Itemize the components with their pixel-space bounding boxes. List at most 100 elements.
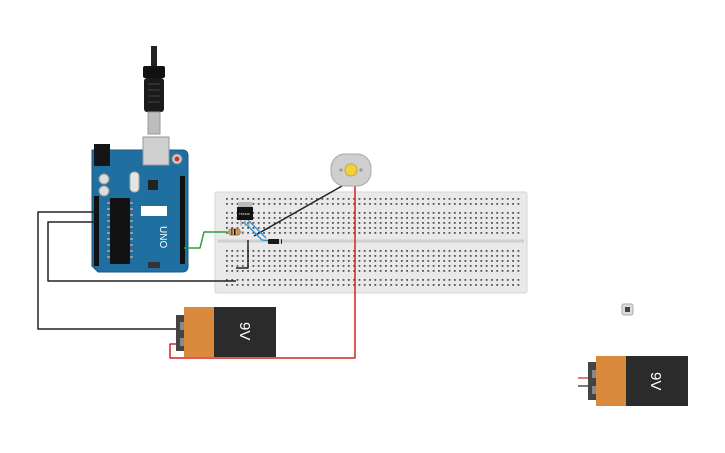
- breadboard-hole: [480, 217, 483, 219]
- wire-transistor-to-ground[interactable]: [236, 240, 249, 269]
- breadboard-hole: [464, 198, 467, 200]
- breadboard-hole: [300, 212, 302, 214]
- breadboard-hole: [226, 222, 228, 224]
- transistor[interactable]: TIP120: [237, 202, 253, 226]
- breadboard-hole: [236, 203, 239, 205]
- breadboard-hole: [358, 217, 361, 219]
- breadboard-hole: [279, 227, 281, 229]
- breadboard-hole: [427, 198, 430, 200]
- breadboard-hole: [459, 260, 461, 262]
- breadboard-hole: [294, 255, 297, 257]
- breadboard-hole: [369, 217, 371, 219]
- breadboard-hole: [485, 198, 488, 200]
- breadboard-hole: [268, 250, 271, 252]
- breadboard-hole: [422, 255, 424, 257]
- breadboard-hole: [501, 198, 504, 200]
- breadboard-hole: [316, 255, 318, 257]
- breadboard-hole: [432, 255, 435, 257]
- breadboard-hole: [475, 255, 477, 257]
- breadboard-hole: [316, 260, 318, 262]
- breadboard-hole: [369, 265, 371, 267]
- wire-arduino-to-battery[interactable]: [37, 211, 178, 330]
- breadboard-hole: [395, 260, 398, 262]
- breadboard-hole: [469, 284, 472, 286]
- breadboard-hole: [448, 255, 451, 257]
- breadboard-hole: [469, 279, 472, 281]
- diode[interactable]: [268, 239, 282, 244]
- breadboard-hole: [464, 265, 467, 267]
- breadboard-hole: [379, 265, 382, 267]
- breadboard-hole: [305, 198, 308, 200]
- breadboard-hole: [337, 270, 340, 272]
- breadboard-hole: [506, 212, 509, 214]
- dc-motor[interactable]: [330, 153, 372, 187]
- battery-main[interactable]: 9V: [176, 307, 276, 357]
- breadboard[interactable]: [214, 191, 528, 294]
- breadboard-hole: [501, 255, 504, 257]
- breadboard-hole: [400, 250, 403, 252]
- breadboard-hole: [353, 198, 355, 200]
- breadboard-hole: [337, 222, 340, 224]
- breadboard-hole: [469, 250, 472, 252]
- breadboard-hole: [342, 260, 345, 262]
- breadboard-hole: [257, 265, 260, 267]
- arduino-uno-board[interactable]: UNO: [91, 136, 189, 273]
- breadboard-hole: [395, 255, 398, 257]
- resistor[interactable]: [226, 228, 244, 236]
- breadboard-hole: [448, 250, 451, 252]
- breadboard-hole: [379, 203, 382, 205]
- breadboard-hole: [326, 203, 329, 205]
- battery-spare[interactable]: 9V: [578, 356, 688, 406]
- wire-arduino-pin-to-resistor[interactable]: [184, 231, 229, 249]
- breadboard-hole: [475, 198, 477, 200]
- breadboard-hole: [506, 270, 509, 272]
- breadboard-hole: [506, 250, 509, 252]
- breadboard-hole: [300, 227, 302, 229]
- breadboard-hole: [369, 279, 371, 281]
- breadboard-hole: [469, 265, 472, 267]
- breadboard-hole: [342, 198, 345, 200]
- breadboard-hole: [252, 227, 255, 229]
- breadboard-hole: [257, 217, 260, 219]
- breadboard-hole: [279, 212, 281, 214]
- breadboard-hole: [501, 232, 504, 234]
- breadboard-hole: [284, 203, 287, 205]
- breadboard-hole: [369, 212, 371, 214]
- breadboard-hole: [374, 284, 377, 286]
- wire-battery-positive-to-motor[interactable]: [169, 184, 356, 359]
- breadboard-hole: [305, 250, 308, 252]
- breadboard-hole: [231, 222, 234, 224]
- breadboard-hole: [459, 265, 461, 267]
- breadboard-hole: [241, 279, 244, 281]
- breadboard-hole: [374, 222, 377, 224]
- pushbutton[interactable]: [621, 303, 634, 316]
- breadboard-hole: [400, 232, 403, 234]
- breadboard-hole: [453, 232, 456, 234]
- breadboard-hole: [353, 222, 355, 224]
- breadboard-hole: [416, 222, 419, 224]
- breadboard-hole: [385, 198, 387, 200]
- breadboard-hole: [416, 203, 419, 205]
- breadboard-hole: [379, 222, 382, 224]
- breadboard-hole: [305, 279, 308, 281]
- breadboard-hole: [316, 250, 318, 252]
- breadboard-hole: [236, 279, 239, 281]
- breadboard-hole: [337, 198, 340, 200]
- breadboard-hole: [459, 284, 461, 286]
- wire-motor-to-transistor[interactable]: [253, 185, 343, 237]
- breadboard-hole: [342, 227, 345, 229]
- breadboard-hole: [257, 212, 260, 214]
- wire-arduino-gnd-to-breadboard[interactable]: [47, 221, 236, 282]
- breadboard-hole: [512, 217, 514, 219]
- breadboard-hole: [427, 250, 430, 252]
- breadboard-hole: [491, 250, 493, 252]
- wire-blue-lead-2[interactable]: [247, 219, 267, 239]
- breadboard-hole: [459, 198, 461, 200]
- breadboard-hole: [390, 212, 393, 214]
- breadboard-hole: [491, 212, 493, 214]
- breadboard-hole: [406, 284, 408, 286]
- breadboard-hole: [464, 203, 467, 205]
- breadboard-hole: [459, 270, 461, 272]
- breadboard-hole: [321, 279, 324, 281]
- breadboard-hole: [305, 222, 308, 224]
